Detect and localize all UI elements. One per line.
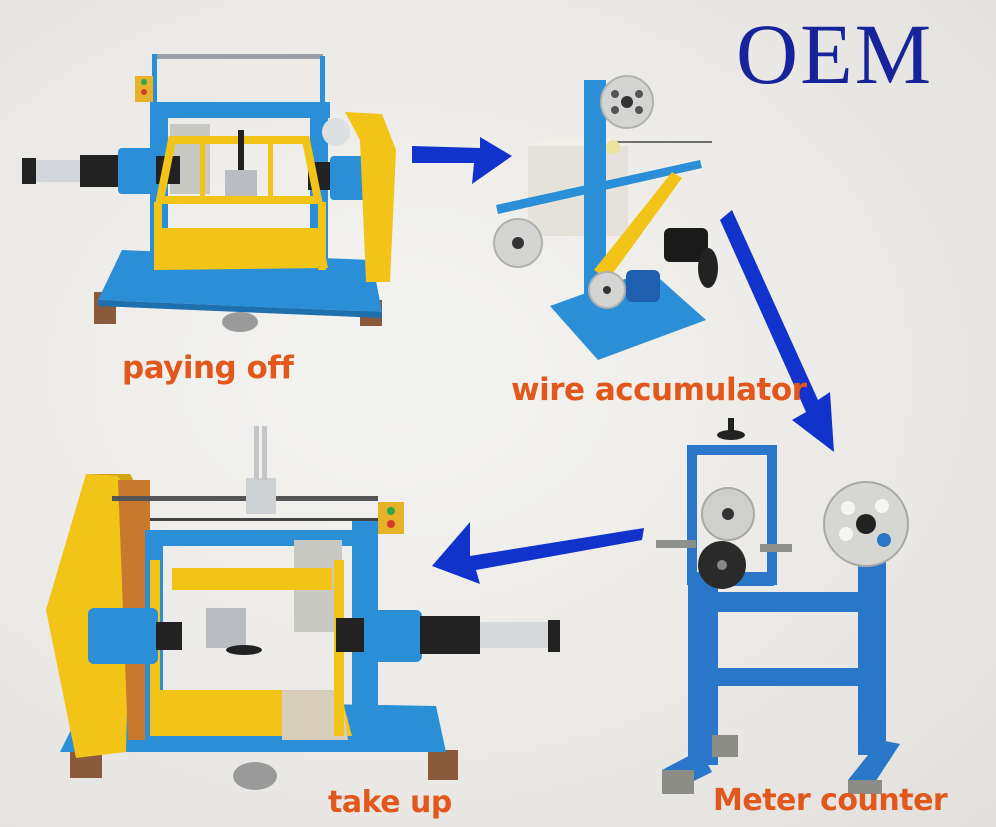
- caption-meter-counter: Meter counter: [713, 783, 948, 818]
- paying-off-machine: [22, 54, 396, 332]
- caption-paying-off: paying off: [122, 350, 294, 386]
- caption-take-up: take up: [328, 785, 452, 820]
- oem-brand-title: OEM: [736, 6, 934, 102]
- meter-counter-machine: [656, 418, 909, 794]
- wire-accumulator-machine: [493, 75, 718, 360]
- take-up-machine: [46, 426, 560, 790]
- arrow-accumulator-to-meter-counter-icon: [720, 210, 834, 452]
- arrow-paying-off-to-accumulator-icon: [412, 137, 512, 184]
- arrow-meter-counter-to-take-up-icon: [432, 522, 644, 584]
- caption-wire-accumulator: wire accumulator: [511, 372, 807, 408]
